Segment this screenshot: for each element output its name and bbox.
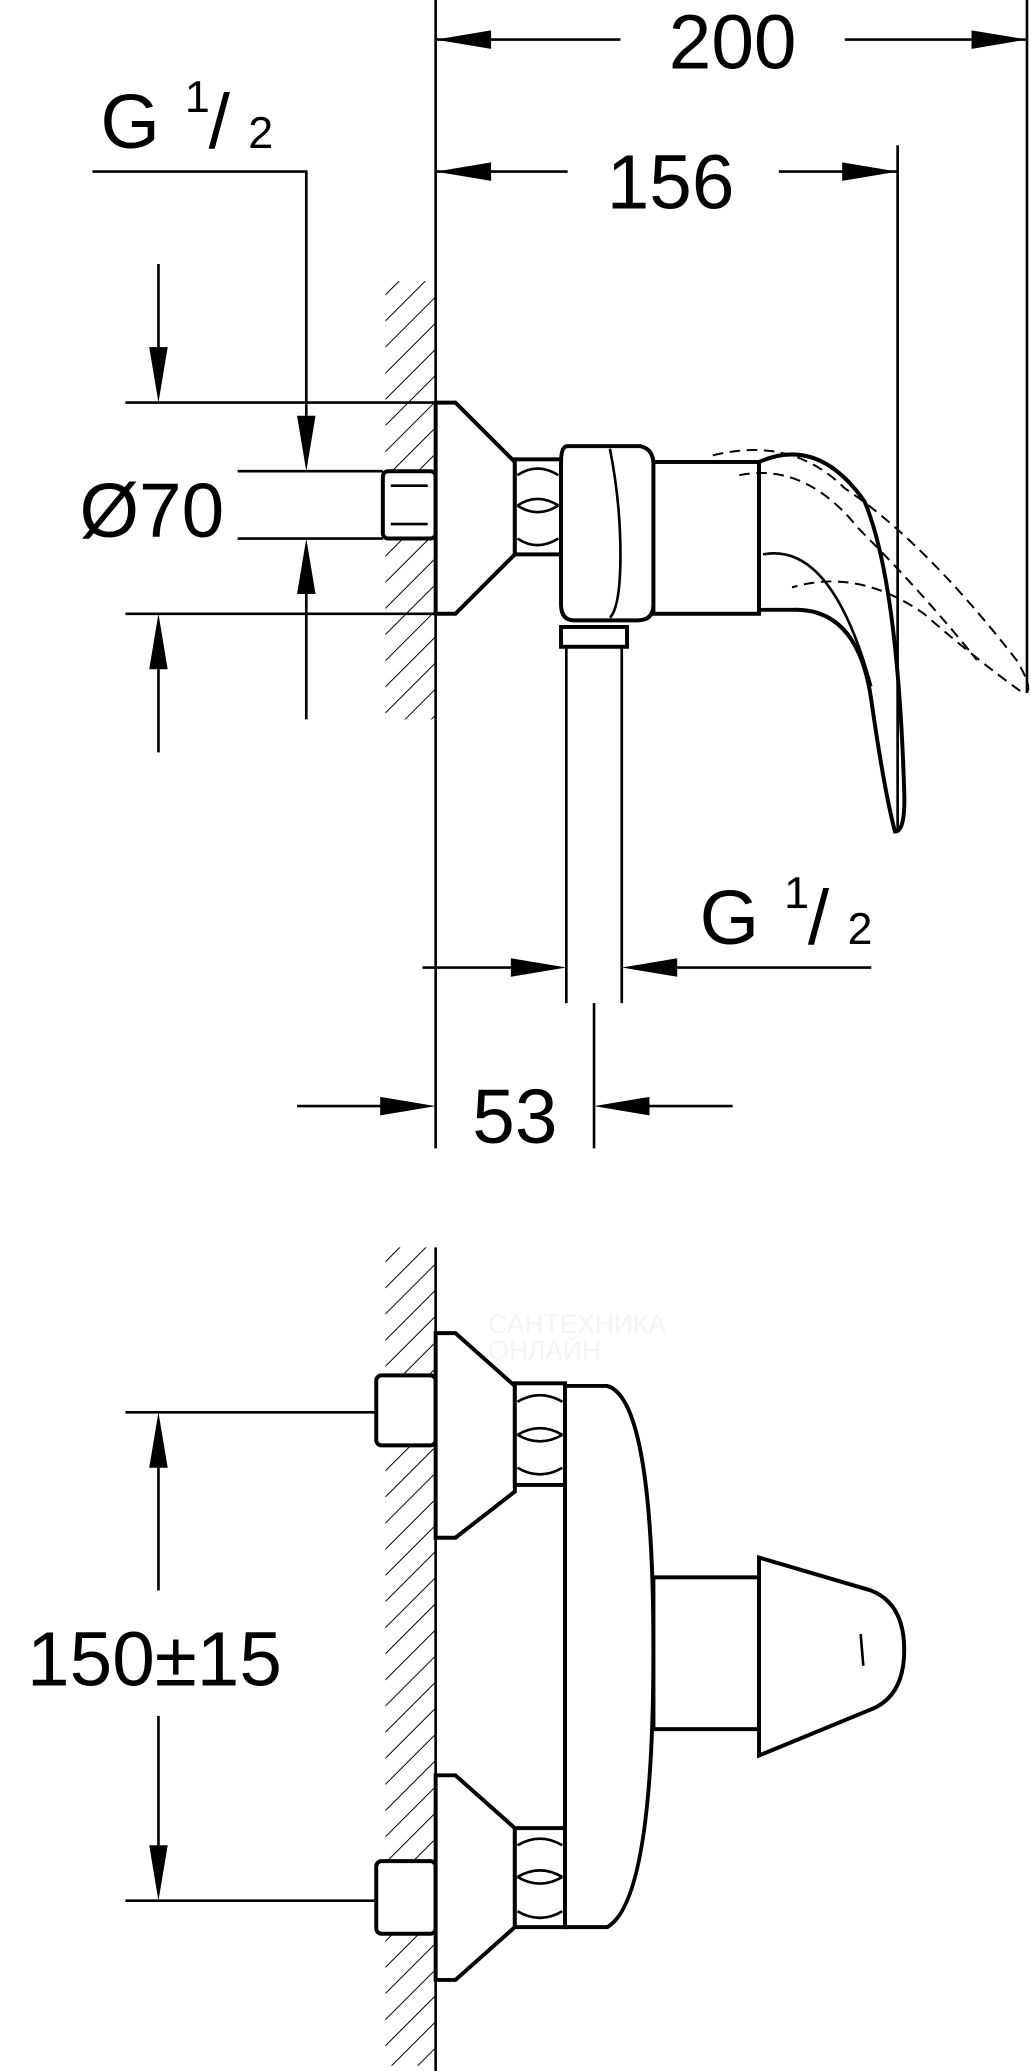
dimension-label: 150±15	[27, 1618, 282, 1703]
dimension-150: 150±15	[27, 1411, 377, 1903]
dimension-156: 156	[435, 141, 899, 832]
dimension-label: 53	[472, 1075, 557, 1160]
fraction-slash: /	[808, 876, 830, 961]
lever-alt-position	[712, 449, 1030, 694]
wall-hatching	[385, 1247, 436, 2066]
dimension-label: 156	[607, 141, 735, 226]
watermark: САНТЕХНИКА ОНЛАЙН	[488, 1309, 666, 1365]
lower-hex-nut	[512, 1826, 567, 1930]
dimension-diameter-70: Ø70	[80, 263, 436, 753]
outlet-connector	[559, 624, 630, 649]
svg-text:ОНЛАЙН: ОНЛАЙН	[488, 1336, 600, 1366]
dimension-outlet-thread: G 1 / 2	[422, 867, 872, 977]
escutcheon	[433, 400, 517, 616]
thread-letter: G	[700, 876, 760, 961]
mixer-body	[559, 444, 656, 623]
thread-den: 2	[248, 107, 273, 158]
thread-num: 1	[185, 71, 210, 122]
lower-escutcheon	[433, 1773, 517, 1982]
side-view	[380, 0, 1030, 1004]
fraction-slash: /	[209, 80, 231, 165]
hex-nut	[512, 457, 564, 557]
thread-den: 2	[847, 903, 872, 954]
dimension-label: 200	[669, 1, 797, 86]
upper-inlet-nut	[374, 1373, 438, 1448]
dimension-inlet-thread: G 1 / 2	[92, 71, 383, 720]
lower-inlet-nut	[374, 1859, 438, 1936]
lever-handle	[757, 452, 907, 834]
dimension-label: Ø70	[80, 469, 225, 554]
mixer-body	[563, 1383, 656, 1930]
lever-handle	[757, 1554, 907, 1759]
cartridge-housing	[651, 1575, 762, 1732]
upper-escutcheon	[433, 1331, 517, 1540]
cartridge-housing	[651, 460, 762, 616]
svg-text:САНТЕХНИКА: САНТЕХНИКА	[488, 1309, 666, 1339]
thread-letter: G	[100, 80, 160, 165]
dimension-53: 53	[297, 970, 733, 1160]
front-view	[374, 1247, 907, 2071]
dimension-200: 200	[435, 0, 1029, 693]
inlet-nut	[380, 469, 438, 541]
thread-num: 1	[784, 867, 809, 918]
